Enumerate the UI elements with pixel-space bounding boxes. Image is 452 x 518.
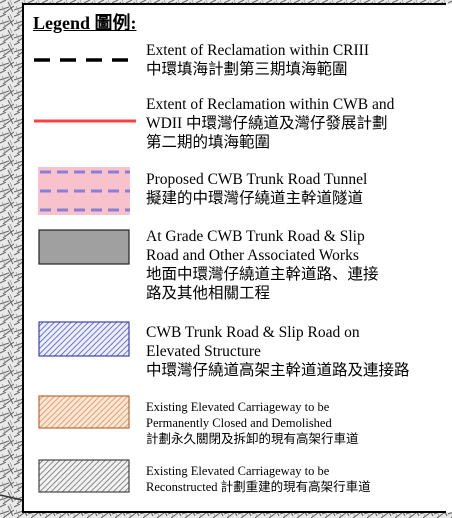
grey-hatch-icon [38,459,130,493]
map-road-line [0,494,23,501]
grey-box-icon [38,229,130,265]
label-line-zh: 中環填海計劃第三期填海範圍 [146,61,348,78]
label-line-zh: 路及其他相關工程 [146,285,271,302]
label-line-en: Proposed CWB Trunk Road Tunnel [146,171,368,188]
label-line-zh: 中環灣仔繞道高架主幹道道路及連接路 [146,362,410,379]
label-line-zh: 擬建的中環灣仔繞道主幹道隧道 [146,190,364,207]
blue-hatch-icon [38,321,130,357]
legend-item-label: CWB Trunk Road & Slip Road on Elevated S… [146,323,410,380]
label-line-en: Permanently Closed and Demolished [146,416,332,430]
label-line-en: Existing Elevated Carriageway to be [146,464,330,478]
label-line-en: At Grade CWB Trunk Road & Slip [146,228,365,245]
map-left-strip [0,0,22,518]
legend-panel: Legend 圖例: Extent of Reclamation within … [22,3,446,513]
legend-item-label: Proposed CWB Trunk Road Tunnel 擬建的中環灣仔繞道… [146,170,367,208]
label-line-en: Existing Elevated Carriageway to be [146,400,330,414]
label-line-en: Extent of Reclamation within CRIII [146,42,369,59]
legend-item-label: Existing Elevated Carriageway to be Perm… [146,399,359,447]
map-top-strip [0,0,452,4]
label-line-zh: 計劃永久關閉及拆卸的現有高架行車道 [146,432,359,446]
red-line-icon [34,119,136,123]
orange-hatch-icon [38,395,130,429]
label-line-en: Elevated Structure [146,343,261,360]
legend-item-label: Extent of Reclamation within CWB and WDI… [146,95,394,152]
legend-item-label: At Grade CWB Trunk Road & Slip Road and … [146,227,379,303]
label-line-en: Extent of Reclamation within CWB and [146,96,395,113]
black-dashed-line-icon [34,58,138,62]
label-line-zh: 第二期的填海範圍 [146,134,271,151]
label-line-mixed: WDII 中環灣仔繞道及灣仔發展計劃 [146,115,388,132]
legend-title: Legend 圖例: [33,13,137,33]
legend-item-label: Existing Elevated Carriageway to be Reco… [146,463,371,495]
tunnel-symbol-icon [38,167,130,215]
label-line-mixed: Reconstructed 計劃重建的現有高架行車道 [146,480,371,494]
label-line-en: Road and Other Associated Works [146,247,359,264]
label-line-en: CWB Trunk Road & Slip Road on [146,324,360,341]
map-bottom-strip [0,512,452,518]
legend-item-label: Extent of Reclamation within CRIII 中環填海計… [146,41,369,79]
label-line-zh: 地面中環灣仔繞道主幹道路、連接 [146,266,379,283]
